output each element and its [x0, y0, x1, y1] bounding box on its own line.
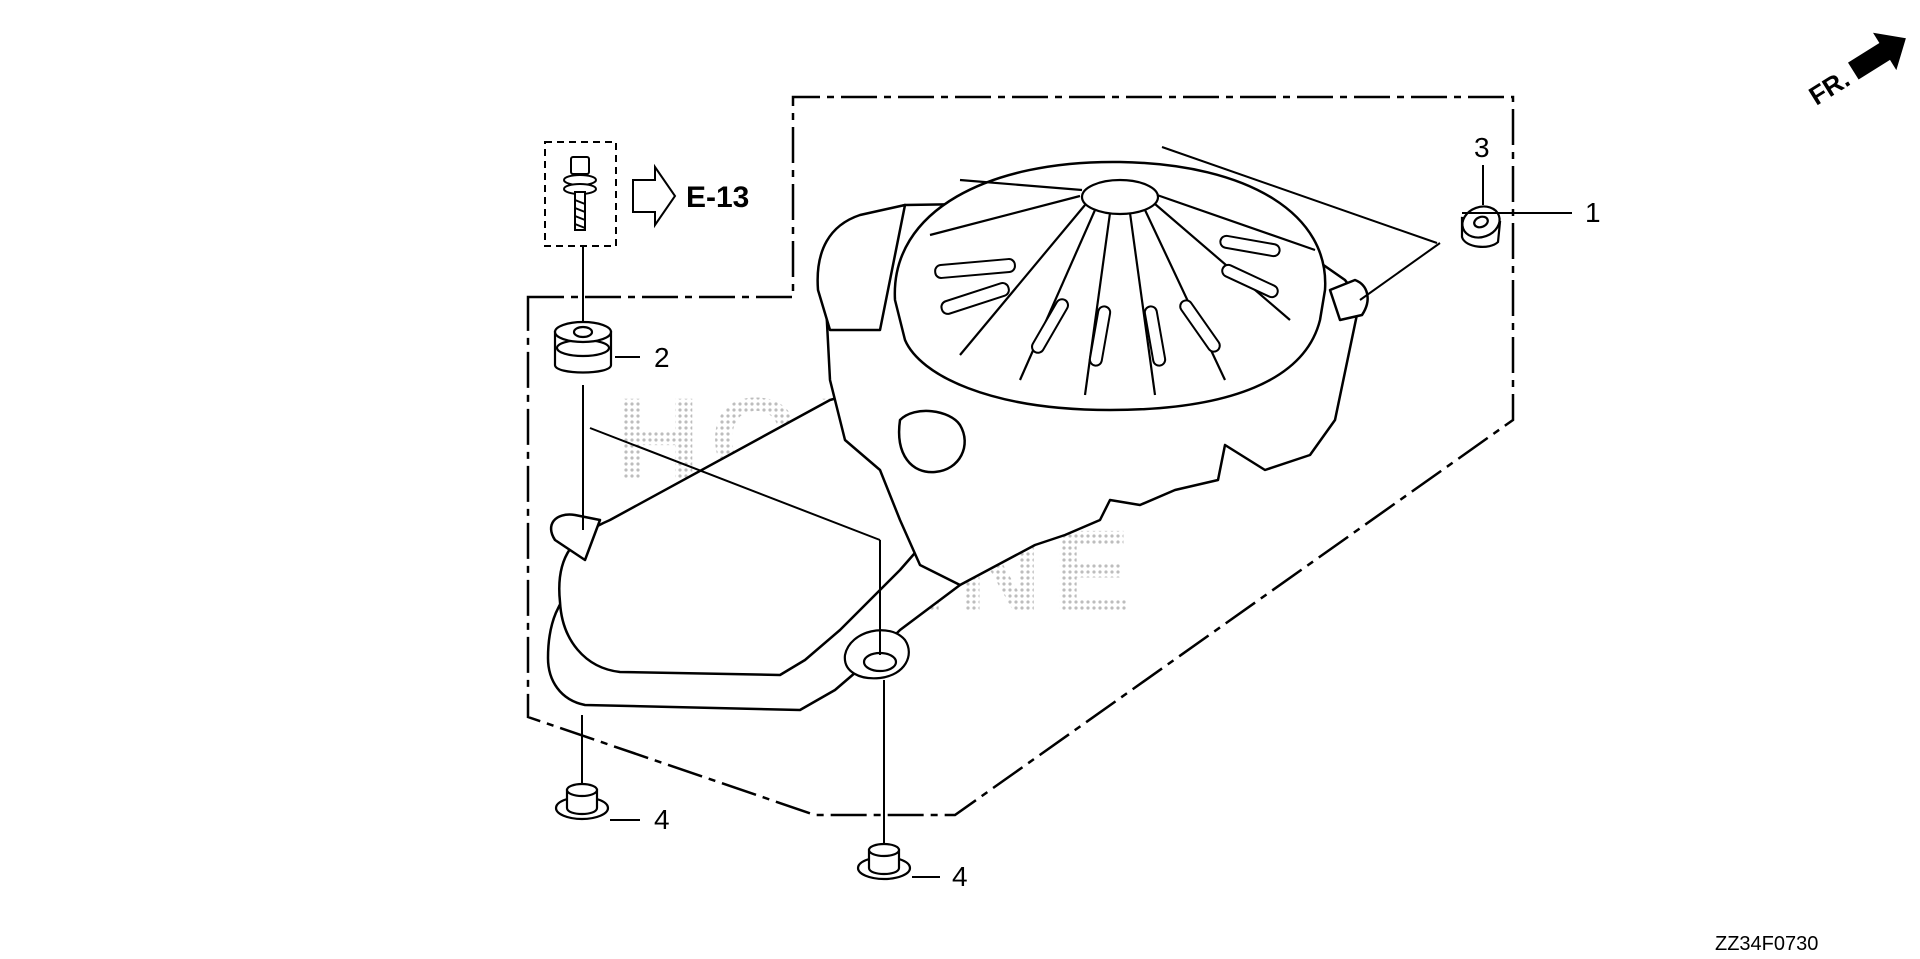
callout-4-bottom: 4 — [952, 861, 968, 892]
collar-icon — [856, 842, 912, 881]
fan-hub — [1080, 178, 1160, 216]
fan-slots — [934, 234, 1281, 367]
bolt-icon — [563, 156, 597, 231]
fr-arrow-icon — [1848, 32, 1906, 80]
callout-3: 3 — [1474, 132, 1490, 163]
cover-rib — [897, 409, 966, 474]
diagram-code: ZZ34F0730 — [1715, 933, 1818, 955]
reference-label: E-13 — [686, 181, 749, 214]
fr-label: FR. — [1803, 63, 1854, 111]
callout-4-left: 4 — [654, 804, 670, 835]
leader-lines — [581, 146, 1572, 878]
assembly-boundary — [526, 95, 1515, 817]
fan-spokes — [929, 178, 1316, 396]
callout-1: 1 — [1585, 197, 1601, 228]
mount-hole — [843, 629, 910, 680]
cover-tab — [816, 203, 907, 332]
cover-nozzle — [1328, 278, 1369, 322]
direction-indicator: FR. — [1803, 32, 1906, 111]
grommet-icon — [553, 320, 613, 374]
bolt-box — [544, 141, 617, 247]
grommet-icon — [1460, 205, 1502, 248]
collar-icon — [554, 782, 610, 821]
callout-2: 2 — [654, 342, 670, 373]
hollow-arrow-icon — [632, 163, 677, 229]
cover-lug-left — [549, 513, 602, 562]
